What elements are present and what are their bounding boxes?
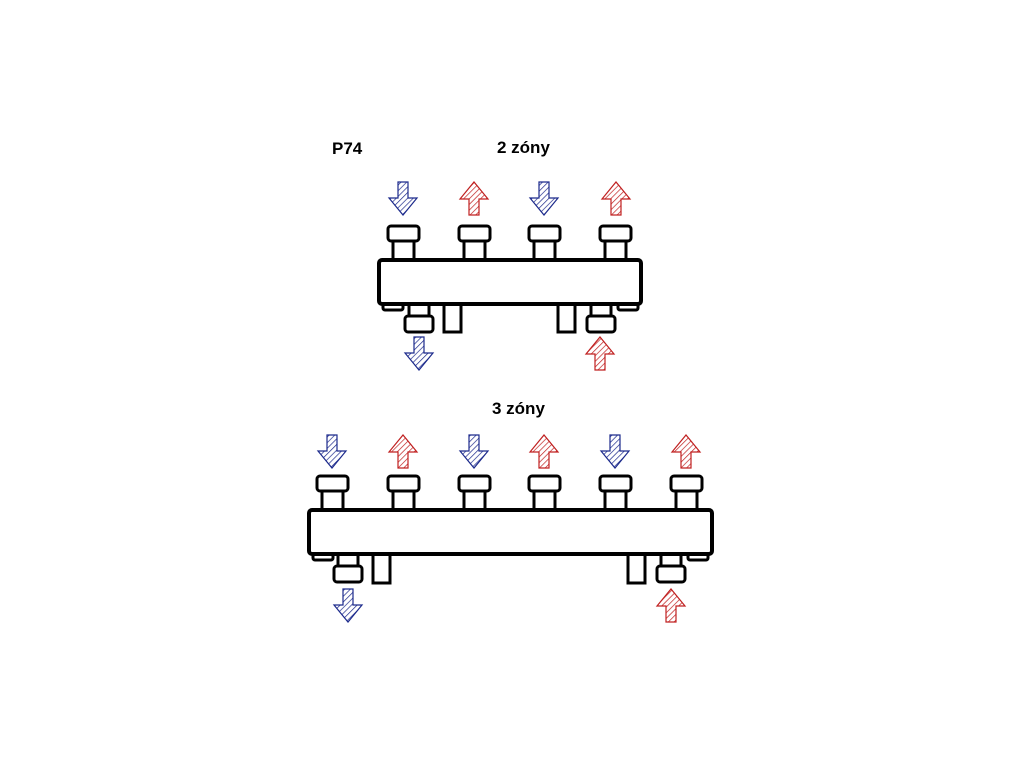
top-port-6 <box>669 474 704 513</box>
top-port-1 <box>315 474 350 513</box>
model-label: P74 <box>332 139 363 158</box>
top-port-2 <box>457 224 492 263</box>
bottom-fitting-supply <box>403 300 435 334</box>
zone3-title: 3 zóny <box>492 399 545 418</box>
bottom-fitting-return <box>585 300 617 334</box>
top-port-3 <box>527 224 562 263</box>
arrow-up-return <box>670 434 702 469</box>
arrow-up-return <box>387 434 419 469</box>
bottom-fitting-supply <box>332 550 364 584</box>
bottom-pipe-right <box>556 300 577 334</box>
arrow-down-supply <box>387 181 419 216</box>
arrow-down-supply <box>528 181 560 216</box>
top-port-3 <box>457 474 492 513</box>
arrow-down-supply <box>599 434 631 469</box>
top-port-4 <box>527 474 562 513</box>
manifold-body <box>307 508 714 556</box>
top-port-4 <box>598 224 633 263</box>
top-port-1 <box>386 224 421 263</box>
arrow-down-supply <box>458 434 490 469</box>
arrow-down-supply <box>316 434 348 469</box>
arrow-up-return <box>528 434 560 469</box>
arrow-up-return <box>600 181 632 216</box>
manifold-3-zones <box>307 434 714 623</box>
arrow-up-inlet <box>655 588 687 623</box>
bottom-pipe-left <box>371 550 392 585</box>
arrow-up-inlet <box>584 336 616 371</box>
top-port-2 <box>386 474 421 513</box>
bottom-fitting-return <box>655 550 687 584</box>
bottom-pipe-left <box>442 300 463 334</box>
zone2-title: 2 zóny <box>497 138 550 157</box>
manifold-body <box>377 258 643 306</box>
arrow-up-return <box>458 181 490 216</box>
top-port-5 <box>598 474 633 513</box>
arrow-down-outlet <box>403 336 435 371</box>
bottom-pipe-right <box>626 550 647 585</box>
arrow-down-outlet <box>332 588 364 623</box>
manifold-2-zones <box>377 181 643 371</box>
